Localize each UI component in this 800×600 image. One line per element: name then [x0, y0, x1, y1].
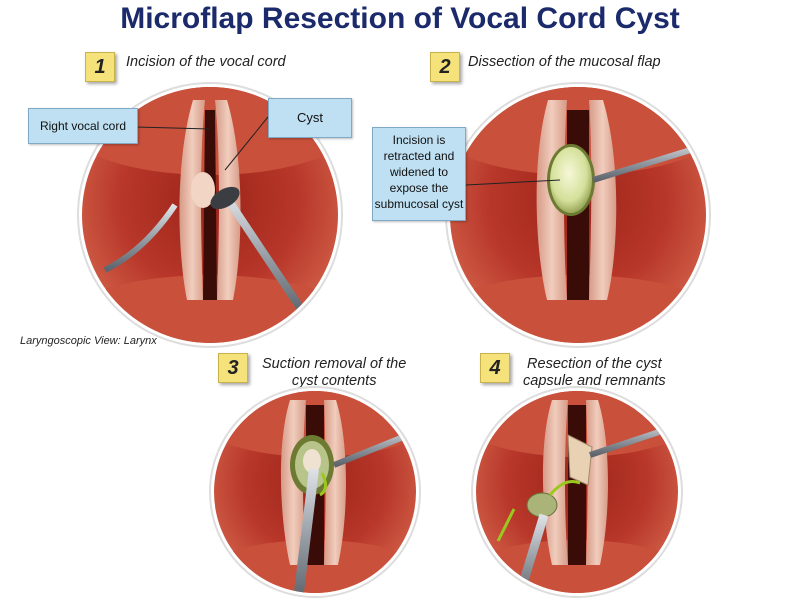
callout-incision-line-2: retracted and	[383, 149, 455, 163]
step-1-label: Incision of the vocal cord	[126, 54, 286, 70]
arrow-icon	[319, 472, 327, 497]
retractor-icon	[332, 422, 416, 468]
arrow-icon	[548, 480, 581, 496]
sickle-knife-icon	[103, 203, 178, 273]
step-3-badge: 3	[218, 353, 248, 383]
mucosal-flap	[567, 434, 593, 486]
cyst	[191, 172, 215, 208]
panel-4-illustration	[471, 386, 683, 598]
page-title: Microflap Resection of Vocal Cord Cyst	[120, 2, 680, 35]
right-vocal-cord	[179, 100, 205, 300]
arrow-icon	[496, 508, 516, 542]
callout-incision-line-3: widened to	[389, 165, 449, 179]
step-4-badge: 4	[480, 353, 510, 383]
step-4-label: Resection of the cyst capsule and remnan…	[523, 356, 666, 390]
step-2-badge: 2	[430, 52, 460, 82]
step-2-label: Dissection of the mucosal flap	[468, 54, 661, 70]
panel-2-illustration	[445, 82, 711, 348]
step-1-badge: 1	[85, 52, 115, 82]
panel-3-illustration	[209, 386, 421, 598]
callout-incision-line-1: Incision is	[392, 133, 446, 147]
step-3-label-line-2: cyst contents	[291, 373, 377, 389]
view-label: Laryngoscopic View: Larynx	[20, 335, 157, 347]
callout-incision-line-5: submucosal cyst	[374, 197, 464, 211]
suction-tube-icon	[293, 468, 319, 593]
callout-incision: Incision is retracted and widened to exp…	[372, 127, 466, 221]
forceps-icon	[210, 186, 309, 318]
step-4-label-line-1: Resection of the cyst	[527, 356, 662, 372]
callout-cyst: Cyst	[268, 98, 352, 138]
step-3-label-line-1: Suction removal of the	[262, 356, 407, 372]
callout-right-vocal-cord: Right vocal cord	[28, 108, 138, 144]
cyst-capsule	[526, 492, 558, 518]
step-3-label: Suction removal of the cyst contents	[262, 356, 406, 390]
step-4-label-line-2: capsule and remnants	[523, 373, 666, 389]
callout-incision-line-4: expose the	[389, 181, 449, 195]
submucosal-cyst	[550, 147, 592, 213]
